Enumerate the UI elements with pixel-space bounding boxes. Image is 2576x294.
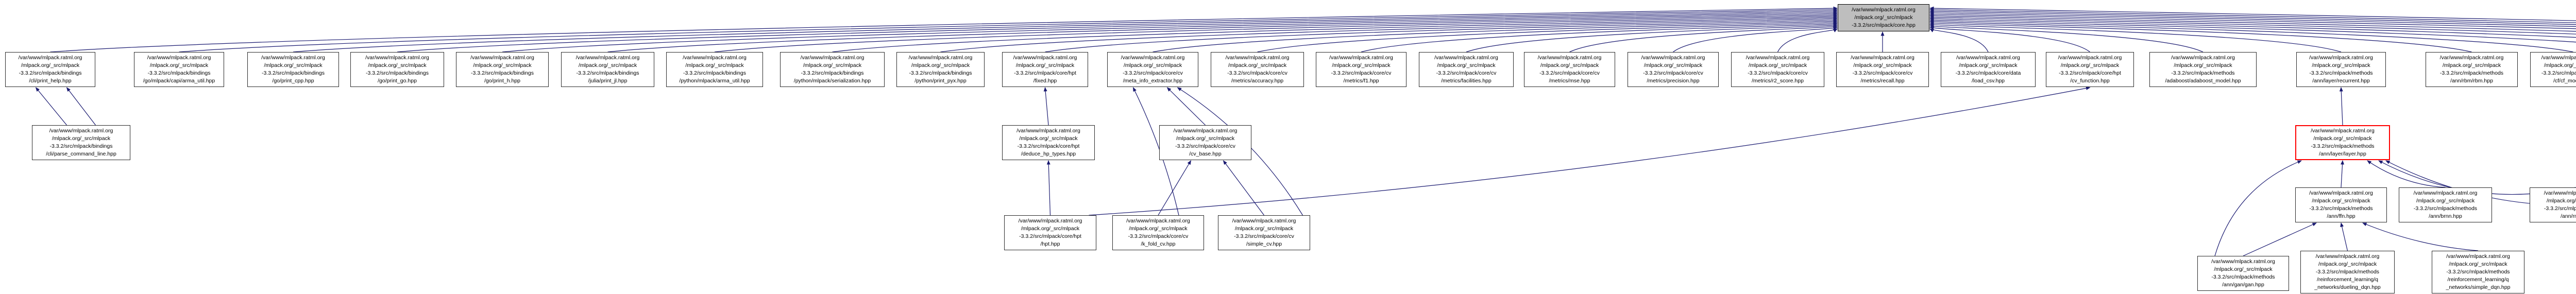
edge — [1166, 87, 1206, 126]
edge — [1929, 28, 1989, 53]
graph-node-recall[interactable]: /var/www/mlpack.ratml.org /mlpack.org/_s… — [1836, 52, 1929, 87]
edge — [2340, 222, 2348, 251]
graph-node-go_arma_util[interactable]: /var/www/mlpack.ratml.org /mlpack.org/_s… — [134, 52, 224, 87]
graph-node-k_fold_cv[interactable]: /var/www/mlpack.ratml.org /mlpack.org/_s… — [1112, 215, 1204, 250]
graph-node-julia_print_jl[interactable]: /var/www/mlpack.ratml.org /mlpack.org/_s… — [561, 52, 654, 87]
graph-node-py_serialization[interactable]: /var/www/mlpack.ratml.org /mlpack.org/_s… — [780, 52, 885, 87]
graph-node-cv_base[interactable]: /var/www/mlpack.ratml.org /mlpack.org/_s… — [1159, 125, 1251, 160]
graph-node-root[interactable]: /var/www/mlpack.ratml.org /mlpack.org/_s… — [1838, 4, 1929, 31]
graph-node-simple_dqn[interactable]: /var/www/mlpack.ratml.org /mlpack.org/_s… — [2432, 251, 2524, 293]
graph-node-f1[interactable]: /var/www/mlpack.ratml.org /mlpack.org/_s… — [1316, 52, 1406, 87]
edge — [1929, 9, 2576, 25]
graph-node-gan[interactable]: /var/www/mlpack.ratml.org /mlpack.org/_s… — [2197, 256, 2289, 291]
graph-node-parse_command_line[interactable]: /var/www/mlpack.ratml.org /mlpack.org/_s… — [32, 125, 130, 160]
edge — [397, 10, 1838, 53]
edge — [35, 87, 67, 126]
graph-node-cv_function[interactable]: /var/www/mlpack.ratml.org /mlpack.org/_s… — [2046, 52, 2134, 87]
edge — [2367, 160, 2446, 188]
edge — [1153, 19, 1838, 53]
graph-node-r2_score[interactable]: /var/www/mlpack.ratml.org /mlpack.org/_s… — [1731, 52, 1824, 87]
edge — [1223, 160, 1264, 216]
graph-node-fixed[interactable]: /var/www/mlpack.ratml.org /mlpack.org/_s… — [1002, 52, 1088, 87]
graph-node-layer[interactable]: /var/www/mlpack.ratml.org /mlpack.org/_s… — [2295, 125, 2390, 160]
edge — [1929, 24, 2204, 53]
edge — [2339, 87, 2343, 126]
edge — [1257, 21, 1838, 53]
graph-node-adaboost_model[interactable]: /var/www/mlpack.ratml.org /mlpack.org/_s… — [2149, 52, 2257, 87]
graph-node-py_arma_util[interactable]: /var/www/mlpack.ratml.org /mlpack.org/_s… — [666, 52, 763, 87]
edge — [607, 13, 1838, 53]
edge — [2214, 160, 2302, 256]
edge — [502, 11, 1838, 53]
graph-node-go_print_go[interactable]: /var/www/mlpack.ratml.org /mlpack.org/_s… — [350, 52, 444, 87]
graph-node-dueling_dqn[interactable]: /var/www/mlpack.ratml.org /mlpack.org/_s… — [2300, 251, 2395, 293]
edge — [2362, 222, 2479, 251]
edge — [1929, 18, 2576, 43]
graph-node-print_help[interactable]: /var/www/mlpack.ratml.org /mlpack.org/_s… — [5, 52, 95, 87]
edge — [1929, 26, 2090, 53]
edge — [1045, 18, 1838, 53]
graph-node-recurrent[interactable]: /var/www/mlpack.ratml.org /mlpack.org/_s… — [2296, 52, 2386, 87]
edge — [1466, 23, 1838, 53]
edge — [2243, 222, 2317, 256]
edge — [1929, 6, 2576, 21]
graph-node-precision[interactable]: /var/www/mlpack.ratml.org /mlpack.org/_s… — [1628, 52, 1719, 87]
graph-node-go_print_cpp[interactable]: /var/www/mlpack.ratml.org /mlpack.org/_s… — [247, 52, 339, 87]
edge — [179, 8, 1838, 53]
graph-node-rbm[interactable]: /var/www/mlpack.ratml.org /mlpack.org/_s… — [2426, 52, 2518, 87]
edge — [1929, 15, 2576, 34]
edge — [1929, 11, 2576, 27]
edge — [66, 87, 96, 126]
edge — [1929, 12, 2576, 29]
graph-node-mse[interactable]: /var/www/mlpack.ratml.org /mlpack.org/_s… — [1524, 52, 1615, 87]
edge — [1361, 22, 1838, 53]
graph-node-rnn[interactable]: /var/www/mlpack.ratml.org /mlpack.org/_s… — [2530, 187, 2576, 222]
edge — [1158, 160, 1192, 216]
edge — [714, 14, 1838, 53]
edge — [1929, 8, 2576, 23]
graph-node-meta_info_extractor[interactable]: /var/www/mlpack.ratml.org /mlpack.org/_s… — [1107, 52, 1198, 87]
graph-node-go_print_h[interactable]: /var/www/mlpack.ratml.org /mlpack.org/_s… — [456, 52, 549, 87]
edge — [1929, 21, 2472, 53]
graph-node-cf_model[interactable]: /var/www/mlpack.ratml.org /mlpack.org/_s… — [2530, 52, 2576, 87]
edge — [2341, 160, 2345, 188]
edge — [50, 6, 1838, 53]
edge — [1929, 20, 2573, 53]
edge — [1089, 86, 2091, 216]
edge — [1046, 160, 1051, 216]
edge — [1929, 14, 2576, 32]
graph-node-py_print_pyx[interactable]: /var/www/mlpack.ratml.org /mlpack.org/_s… — [896, 52, 985, 87]
edge — [832, 15, 1838, 53]
graph-node-ffn[interactable]: /var/www/mlpack.ratml.org /mlpack.org/_s… — [2295, 187, 2387, 222]
edge — [293, 9, 1838, 53]
graph-node-load_csv[interactable]: /var/www/mlpack.ratml.org /mlpack.org/_s… — [1941, 52, 2036, 87]
edge — [940, 16, 1838, 53]
graph-node-facilities[interactable]: /var/www/mlpack.ratml.org /mlpack.org/_s… — [1419, 52, 1514, 87]
edge — [1929, 23, 2342, 53]
edge — [1777, 28, 1838, 53]
edge — [1929, 16, 2576, 38]
graph-node-simple_cv[interactable]: /var/www/mlpack.ratml.org /mlpack.org/_s… — [1218, 215, 1310, 250]
graph-node-hpt[interactable]: /var/www/mlpack.ratml.org /mlpack.org/_s… — [1004, 215, 1096, 250]
edge — [1569, 25, 1838, 53]
edge — [1673, 26, 1838, 53]
graph-node-deduce_hp_types[interactable]: /var/www/mlpack.ratml.org /mlpack.org/_s… — [1002, 125, 1095, 160]
edge — [1043, 87, 1049, 126]
graph-node-accuracy[interactable]: /var/www/mlpack.ratml.org /mlpack.org/_s… — [1211, 52, 1304, 87]
graph-node-brnn[interactable]: /var/www/mlpack.ratml.org /mlpack.org/_s… — [2399, 187, 2492, 222]
